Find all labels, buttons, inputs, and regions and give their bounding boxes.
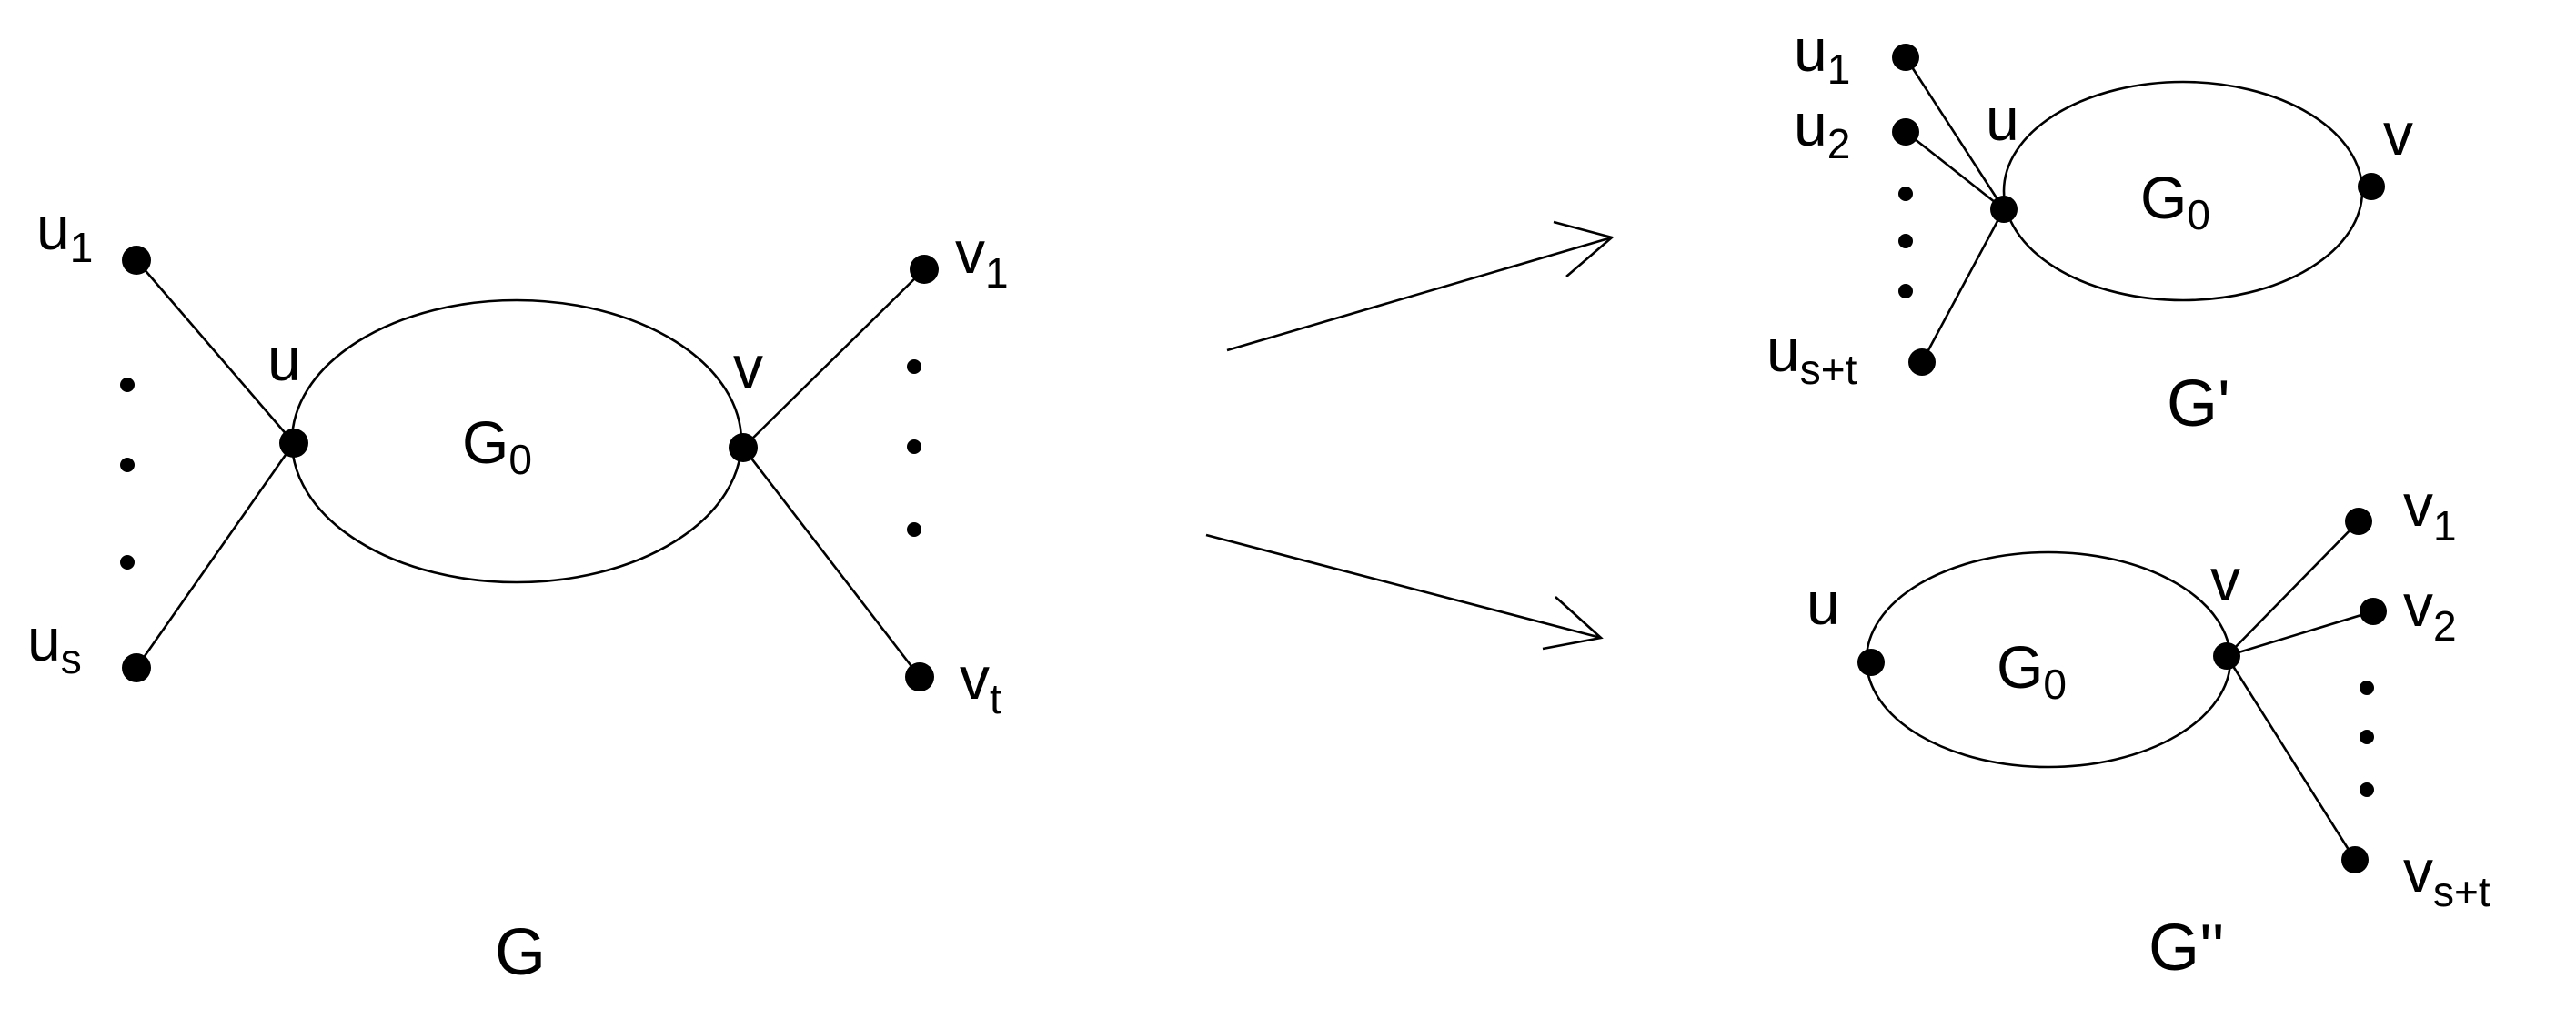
vertex-us [122, 653, 151, 682]
ellipsis-dot [907, 439, 921, 454]
center-label-g-double-prime: G0 [1997, 633, 2067, 708]
graph-g-double-prime: G0 u v v1 v2 vs+t G'' [1806, 471, 2490, 984]
arrow-to-g-prime [1226, 220, 1615, 352]
ellipsis-dot [907, 359, 921, 374]
vertex-v2 [2360, 598, 2387, 625]
label-u: u [1806, 570, 1840, 637]
edge-u2-u [1905, 130, 2005, 211]
center-label-g-prime: G0 [2140, 164, 2210, 238]
edge-v-v1 [2226, 520, 2360, 657]
vertex-v1 [2345, 508, 2372, 535]
edge-v-vt [741, 447, 921, 678]
label-v: v [733, 333, 763, 400]
ellipsis-dot [1898, 234, 1913, 248]
graph-g: G0 u v u1 us v1 vt G [27, 195, 1009, 989]
ellipsis-dot [1898, 284, 1913, 298]
edge-v-vst [2225, 655, 2357, 861]
ellipsis-dot [907, 522, 921, 537]
label-u: u [267, 326, 301, 393]
ellipsis-dot [2360, 681, 2374, 695]
label-u1: u1 [36, 195, 93, 271]
edge-u1-u [1904, 56, 2006, 210]
vertex-v [2358, 173, 2385, 200]
label-ust: us+t [1766, 317, 1857, 393]
label-u1: u1 [1794, 16, 1850, 93]
label-v1: v1 [2403, 471, 2457, 550]
edge-v-v2 [2226, 610, 2374, 658]
vertex-vt [905, 662, 934, 691]
label-u2: u2 [1794, 91, 1850, 167]
caption-g-prime: G' [2167, 368, 2230, 440]
label-v2: v2 [2403, 571, 2457, 650]
edge-v-v1 [742, 268, 925, 449]
edge-u1-u [136, 259, 295, 444]
vertex-u [1857, 649, 1885, 676]
ellipsis-dot [120, 458, 135, 472]
ellipsis-dot [1898, 187, 1913, 201]
caption-g-double-prime: G'' [2148, 912, 2225, 984]
vertex-u1 [1892, 44, 1919, 71]
ellipsis-dot [2360, 782, 2374, 797]
vertex-v [2213, 642, 2240, 670]
vertex-u2 [1892, 118, 1919, 146]
label-u: u [1986, 86, 2019, 153]
center-label-g: G0 [462, 409, 532, 483]
edge-us-u [135, 442, 296, 669]
vertex-vst [2341, 846, 2369, 873]
ellipsis-dot [2360, 730, 2374, 744]
vertex-v1 [910, 255, 939, 284]
edge-ust-u [1920, 208, 2006, 363]
label-vst: vs+t [2403, 837, 2490, 915]
vertex-u1 [122, 246, 151, 275]
ellipsis-dot [120, 555, 135, 570]
vertex-u [279, 429, 308, 458]
graph-g-prime: G0 u v u1 u2 us+t G' [1766, 16, 2413, 440]
vertex-u [1990, 196, 2018, 223]
ellipsis-dot [120, 378, 135, 392]
transformation-arrows [1205, 220, 1615, 651]
caption-g: G [495, 916, 546, 989]
vertex-ust [1908, 348, 1936, 376]
vertex-v [729, 433, 758, 462]
g0-region-g-double-prime [1865, 550, 2232, 769]
label-us: us [27, 606, 82, 682]
label-v1: v1 [955, 218, 1009, 297]
label-vt: vt [960, 644, 1001, 722]
arrow-to-g-double-prime [1205, 533, 1604, 651]
label-v: v [2383, 100, 2413, 167]
label-v: v [2210, 546, 2240, 613]
